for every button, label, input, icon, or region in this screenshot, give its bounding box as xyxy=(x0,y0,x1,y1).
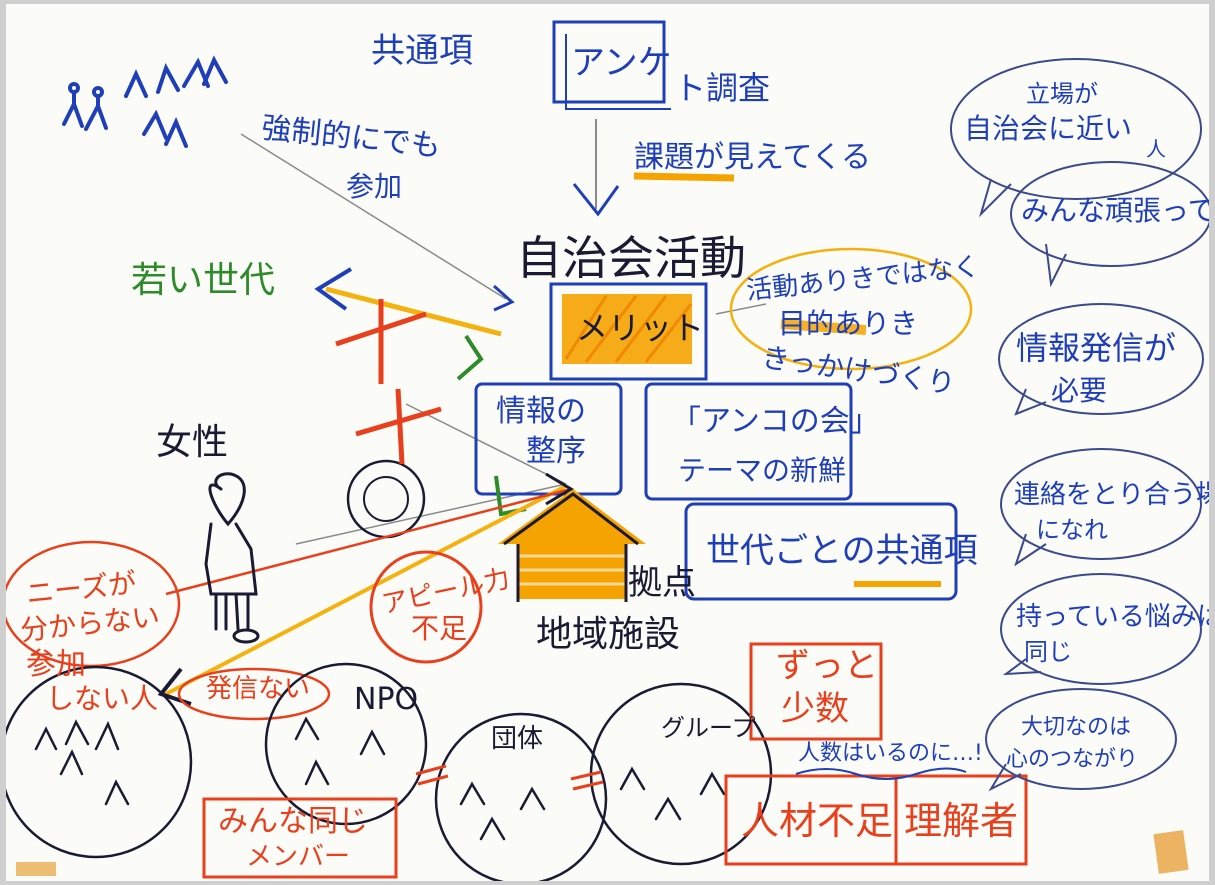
same-members-line1: みんな同じ xyxy=(218,804,368,839)
young-generation-label: 若い世代 xyxy=(131,260,276,301)
merit-label: メリット xyxy=(576,309,705,347)
bubble4-line1: 連絡をとり合う場 xyxy=(1014,480,1209,510)
supporters-label: 理解者 xyxy=(904,799,1019,843)
common-points-label: 共通項 xyxy=(371,31,473,71)
questionnaire-tag: アンケ xyxy=(571,43,672,83)
always-few-line1: ずっと xyxy=(776,646,878,686)
npo-label: NPO xyxy=(354,682,419,717)
info-organize-line2: 整序 xyxy=(526,434,586,469)
whiteboard: 共通項 強制的にでも 参加 アンケ ト調査 課題が見えてくる 自治会活動 メリッ… xyxy=(6,4,1209,881)
bubble5-line1: 持っている悩みは xyxy=(1016,602,1209,632)
same-members-line2: メンバー xyxy=(246,842,351,872)
generation-common-label: 世代ごとの共通項 xyxy=(706,531,978,571)
ankon-meeting-line1: 「アンコの会」 xyxy=(671,404,880,439)
women-label: 女性 xyxy=(156,422,229,463)
questionnaire-label: ト調査 xyxy=(674,69,771,107)
residents-association-title: 自治会活動 xyxy=(516,231,746,285)
facility-label: 地域施設 xyxy=(536,614,681,655)
participation-label: 参加 xyxy=(346,170,403,203)
info-organize-line1: 情報の xyxy=(496,394,586,429)
talent-shortage-label: 人材不足 xyxy=(741,799,894,843)
bubble5-line2: 同じ xyxy=(1024,638,1072,666)
non-participants-line1: 参加 xyxy=(26,647,86,682)
bubble3-line1: 情報発信が xyxy=(1016,329,1177,367)
bubble1-line3: 人 xyxy=(1146,137,1166,161)
bubble2-text: みんな頑張って xyxy=(1021,194,1209,227)
purpose-note-line2: 目的ありき xyxy=(778,307,919,340)
bubble6-line2: 心のつながり xyxy=(1006,747,1139,772)
many-people-note: 人数はいるのに…! xyxy=(798,741,983,766)
bubble3-line2: 必要 xyxy=(1051,374,1108,407)
bubble1-line1: 立場が xyxy=(1026,80,1098,108)
organization-label: 団体 xyxy=(491,724,544,754)
bubble4-line2: になれ xyxy=(1036,516,1108,544)
non-participants-line2: しない人 xyxy=(46,682,159,715)
base-label: 拠点 xyxy=(628,563,696,603)
issues-visible-label: 課題が見えてくる xyxy=(634,140,871,175)
group-label: グループ xyxy=(661,714,756,742)
appeal-line2: 不足 xyxy=(411,612,468,645)
always-few-line2: 少数 xyxy=(781,689,849,729)
whiteboard-drawing xyxy=(6,4,1209,881)
no-broadcast-label: 発信ない xyxy=(206,674,311,704)
bubble6-line1: 大切なのは xyxy=(1021,715,1132,740)
ankon-meeting-line2: テーマの新鮮 xyxy=(678,454,847,487)
bubble1-line2: 自治会に近い xyxy=(964,112,1133,145)
